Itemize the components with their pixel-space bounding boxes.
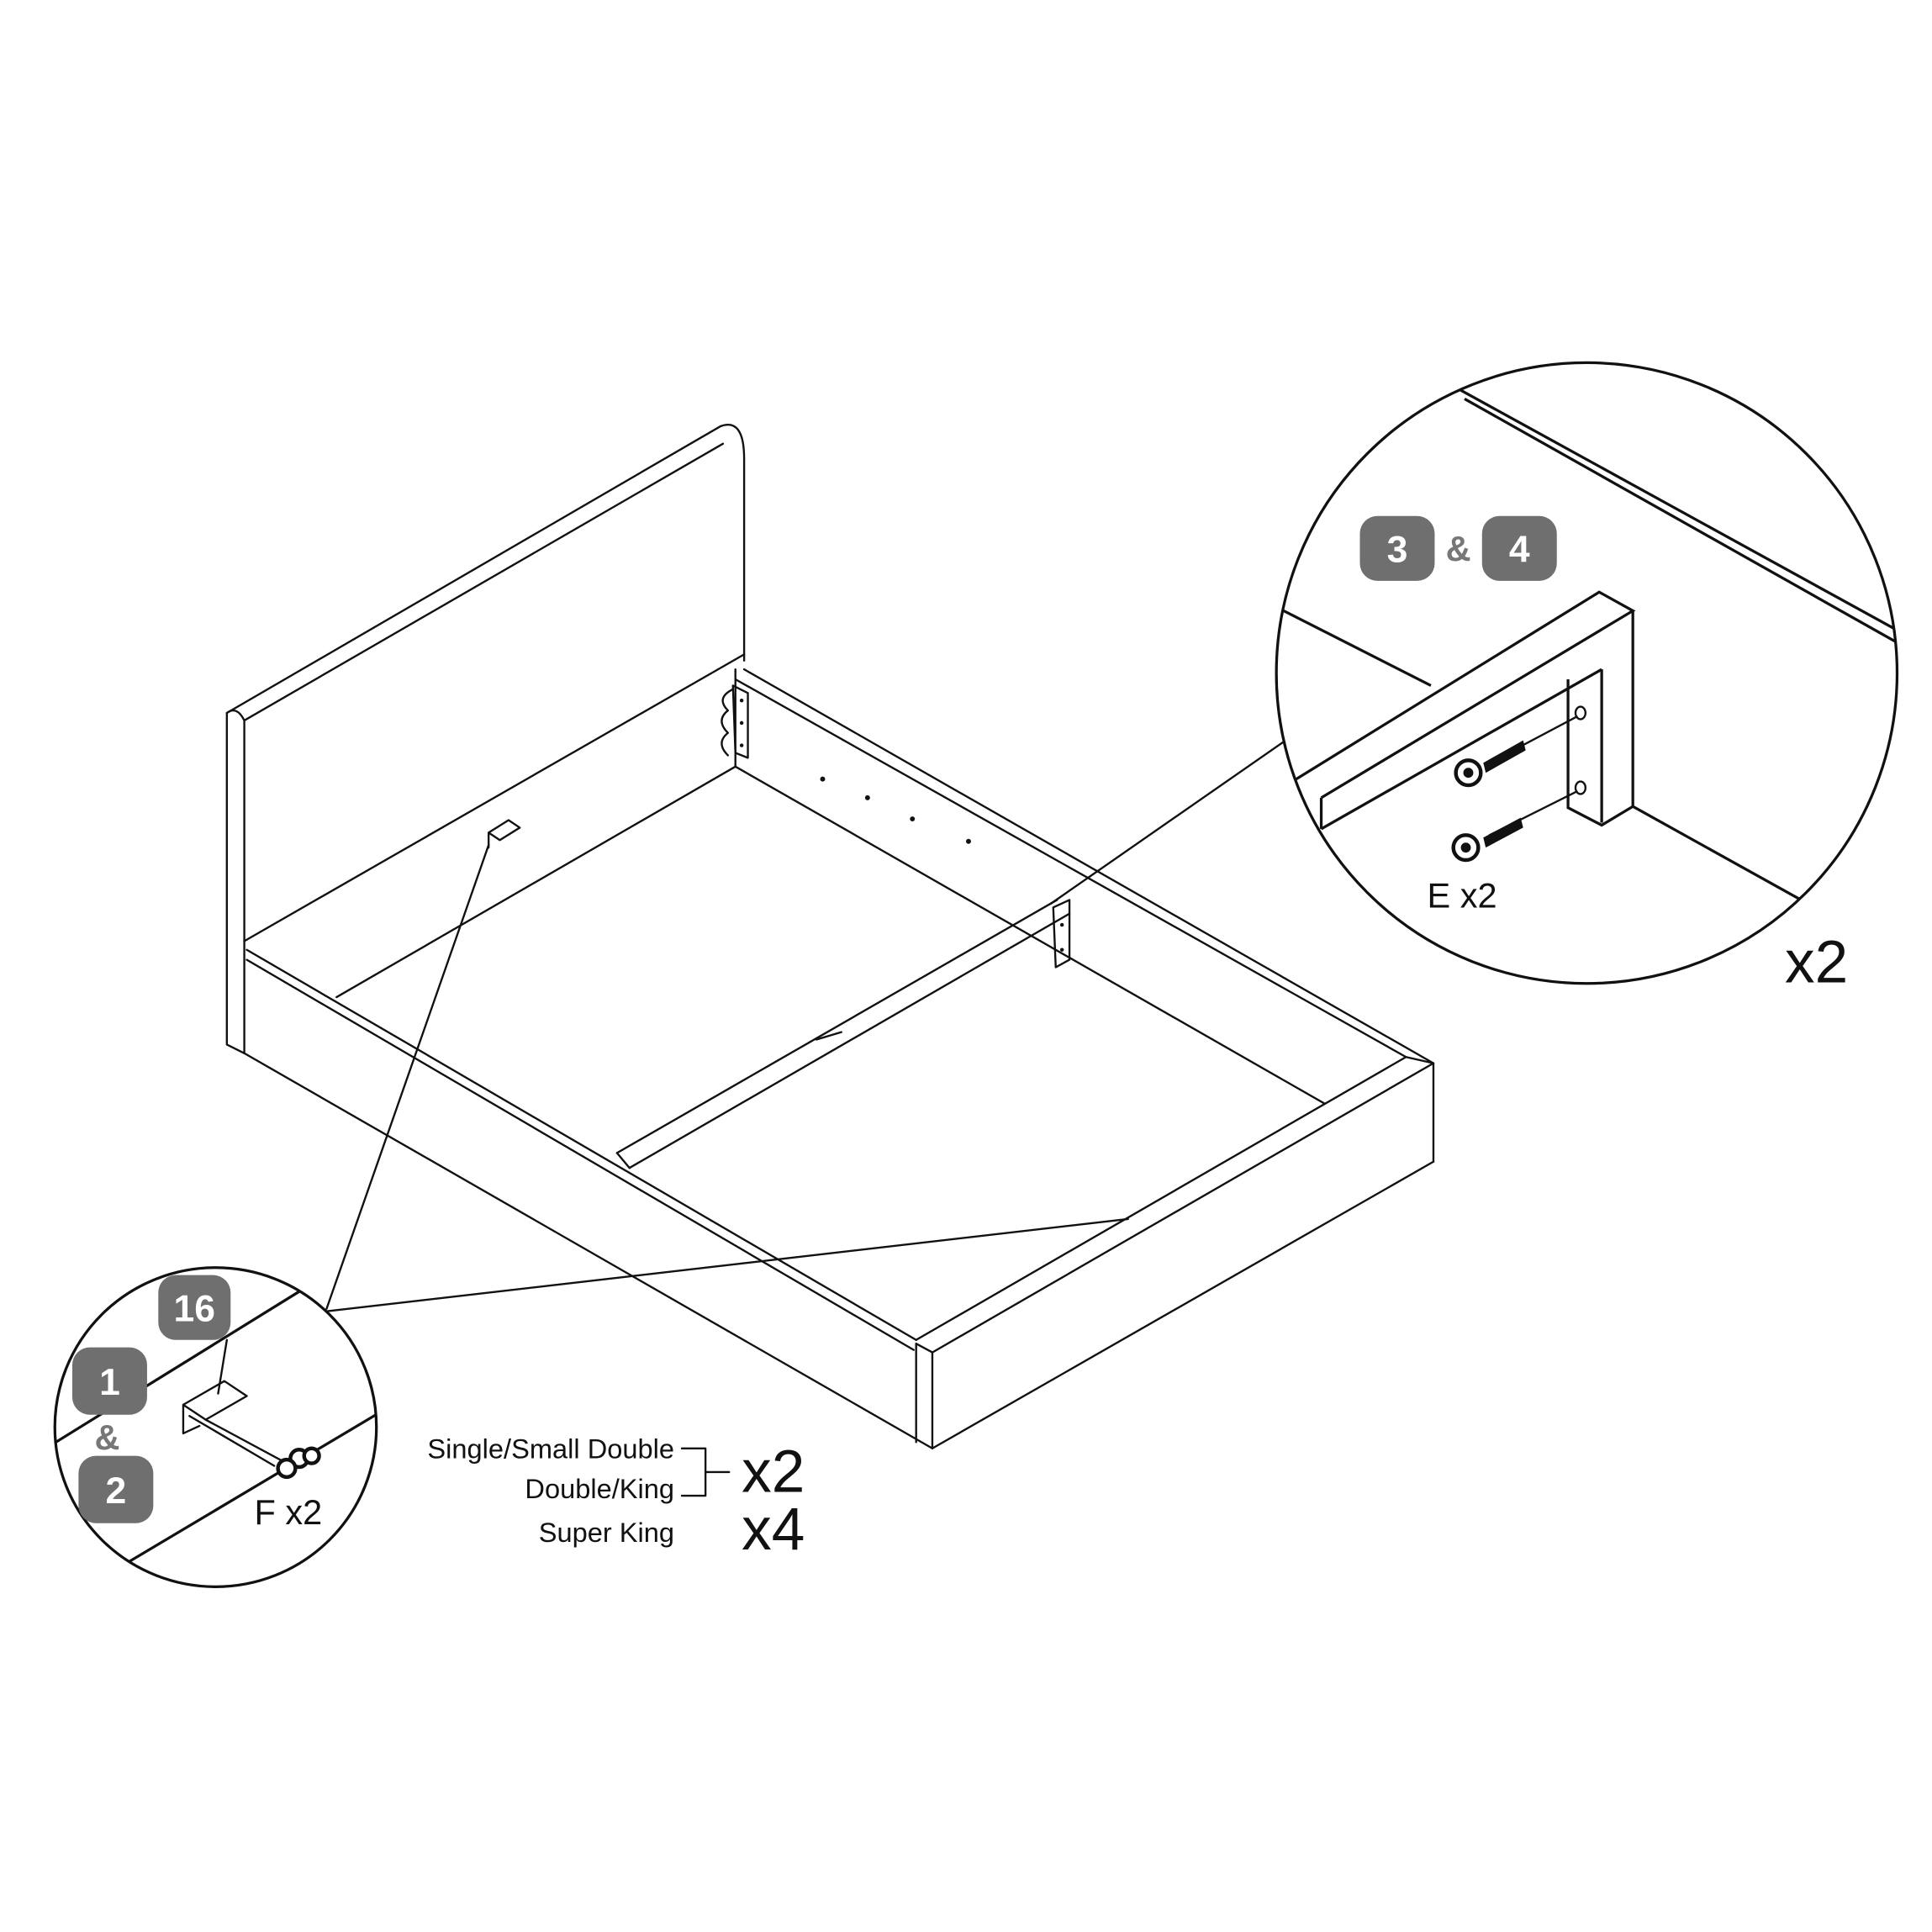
quantity-x2: x2 — [742, 1439, 805, 1506]
detail-multiplier: x2 — [1785, 929, 1848, 995]
bolt-icon — [1451, 817, 1523, 863]
part-badge-2: 2 — [106, 1470, 127, 1512]
quantity-x4: x4 — [742, 1497, 805, 1563]
part-badge-4: 4 — [1509, 530, 1530, 571]
ampersand: & — [95, 1417, 120, 1457]
detail-circle-right: 3 & 4 E x2 — [1275, 361, 1899, 985]
leader-lines — [325, 740, 1285, 1312]
bolt-icon — [276, 1446, 321, 1480]
size-label-super-king: Super King — [539, 1517, 674, 1548]
headboard — [225, 424, 746, 1054]
detail-circle-left: 16 1 & 2 F x2 — [53, 1266, 378, 1588]
fastener-label-e: E x2 — [1428, 875, 1497, 915]
ampersand: & — [1446, 529, 1471, 568]
part-badge-1: 1 — [99, 1362, 120, 1403]
bolt-icon — [1454, 740, 1526, 788]
fastener-label-f: F x2 — [254, 1492, 322, 1532]
size-label-single: Single/Small Double — [427, 1433, 674, 1465]
part-badge-16: 16 — [174, 1289, 215, 1330]
bed-frame — [243, 668, 1435, 1449]
size-quantity-table: Single/Small Double Double/King Super Ki… — [427, 1433, 805, 1563]
part-badge-3: 3 — [1387, 530, 1408, 571]
size-label-double-king: Double/King — [525, 1473, 674, 1504]
